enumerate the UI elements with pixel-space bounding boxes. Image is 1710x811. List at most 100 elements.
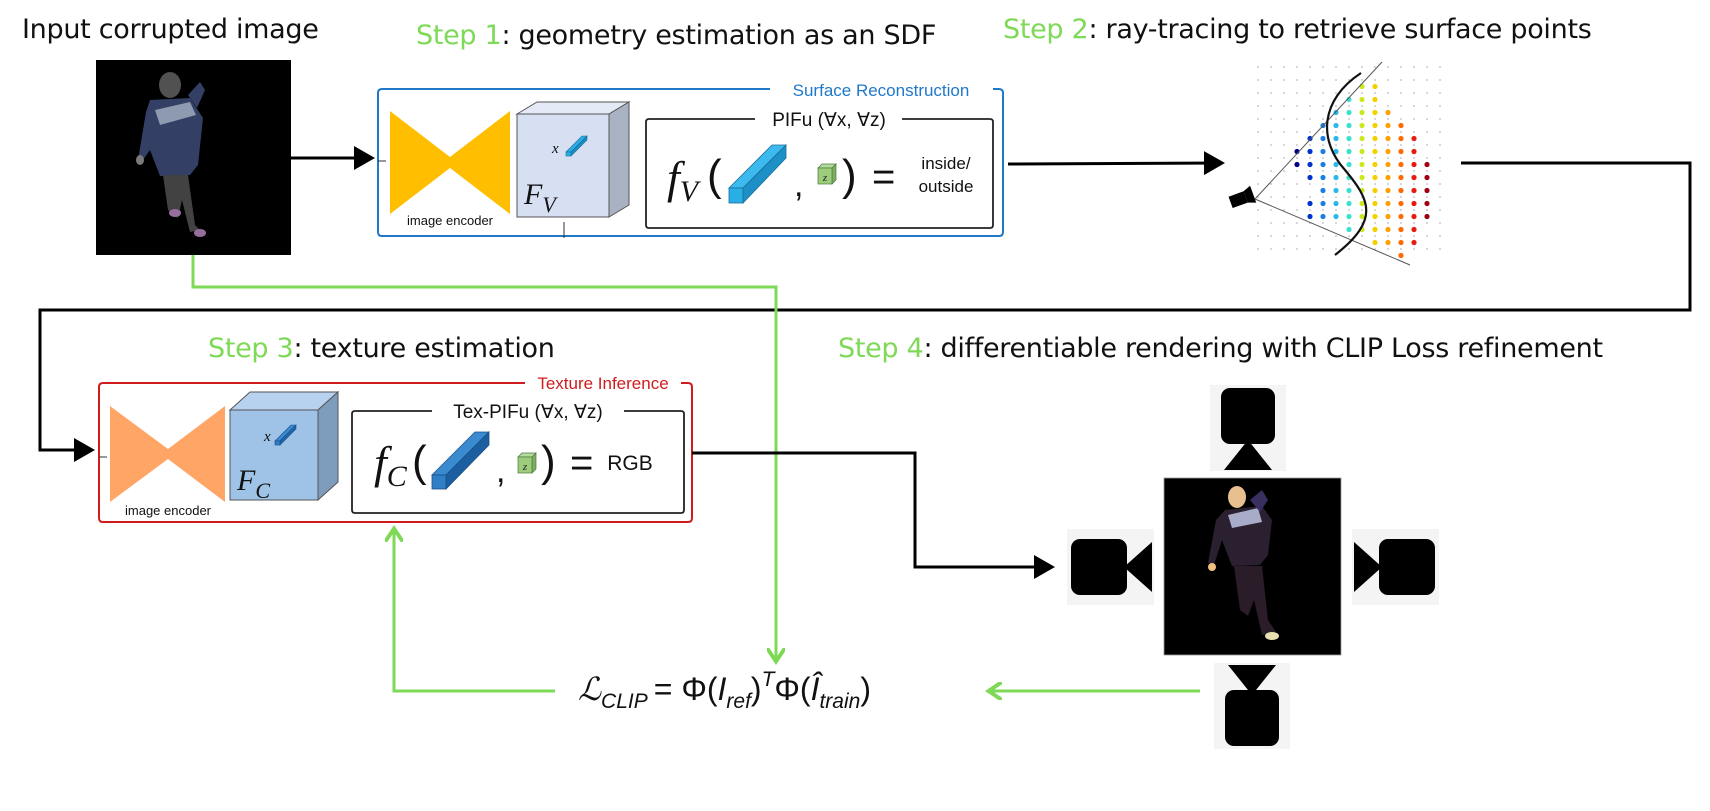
fv-function: fV [667,152,702,208]
grid-point [1296,105,1298,107]
tex-pifu-title: Tex-PIFu (∀x, ∀z) [453,402,603,423]
sdf-point [1346,187,1352,194]
sdf-point [1333,148,1339,155]
grid-point [1413,131,1415,133]
surface-curve [1325,72,1368,256]
step1-text: : geometry estimation as an SDF [501,20,937,51]
sdf-point [1359,174,1365,181]
grid-point [1439,144,1441,146]
grid-point [1426,79,1428,81]
grid-point [1335,222,1337,224]
sdf-point [1385,148,1391,155]
grid-point [1439,170,1441,172]
grid-point [1283,209,1285,211]
grid-point [1348,131,1350,133]
step3-label: Step 3 [208,333,294,364]
grid-point [1439,79,1441,81]
grid-point [1322,79,1324,81]
svg-text:(: ( [707,151,722,200]
texture-inference-group: Texture Inference image encoder x FC Tex… [98,374,693,523]
svg-text:): ) [842,151,857,200]
grid-point [1439,118,1441,120]
sdf-point [1307,213,1313,220]
grid-point [1322,157,1324,159]
grid-point [1348,105,1350,107]
grid-point [1257,222,1259,224]
grid-point [1361,248,1363,250]
grid-point [1270,157,1272,159]
sdf-point [1372,135,1378,142]
z-depth-cube-tex: z [517,452,537,474]
grid-point [1374,131,1376,133]
sdf-point [1398,174,1404,181]
ray-voxel-column-tex [431,431,490,490]
grid-point [1361,105,1363,107]
grid-point [1322,170,1324,172]
grid-point [1387,144,1389,146]
grid-point [1374,66,1376,68]
sdf-point [1359,122,1365,129]
grid-point [1309,92,1311,94]
grid-point [1387,235,1389,237]
grid-point [1322,248,1324,250]
grid-point [1257,157,1259,159]
sdf-point [1385,109,1391,116]
grid-point [1348,144,1350,146]
sdf-point [1333,200,1339,207]
image-encoder-label-2: image encoder [125,503,212,518]
output-inside: inside/ [921,154,970,173]
grid-point [1322,66,1324,68]
svg-text:,: , [794,166,803,204]
sdf-point [1320,200,1326,207]
sdf-point [1411,213,1417,220]
grid-point [1413,222,1415,224]
grid-point [1257,118,1259,120]
grid-point [1283,157,1285,159]
grid-point [1335,105,1337,107]
grid-point [1270,79,1272,81]
sdf-point [1359,83,1365,90]
step4-label: Step 4 [838,333,924,364]
grid-point [1309,248,1311,250]
grid-point [1270,144,1272,146]
grid-point [1257,66,1259,68]
grid-point [1374,118,1376,120]
sdf-point [1346,96,1352,103]
grid-point [1413,79,1415,81]
grid-point [1309,157,1311,159]
sdf-point [1385,200,1391,207]
camera-icon-raytrace [1228,185,1257,209]
grid-point [1439,92,1441,94]
grid-point [1283,170,1285,172]
grid-point [1296,118,1298,120]
grid-point [1335,170,1337,172]
sdf-point [1385,135,1391,142]
grid-point [1322,235,1324,237]
svg-text:,: , [496,452,505,490]
grid-point [1426,92,1428,94]
grid-point [1283,92,1285,94]
grid-point [1426,118,1428,120]
grid-point [1439,183,1441,185]
grid-point [1387,222,1389,224]
grid-point [1400,209,1402,211]
grid-point [1361,131,1363,133]
sdf-point [1411,148,1417,155]
grid-point [1387,92,1389,94]
grid-point [1413,235,1415,237]
grid-point [1361,183,1363,185]
grid-point [1426,209,1428,211]
output-outside: outside [919,177,974,196]
grid-point [1426,66,1428,68]
z-depth-cube: z [817,163,837,185]
grid-point [1361,209,1363,211]
sdf-point [1424,187,1430,194]
grid-point [1348,118,1350,120]
grid-point [1413,144,1415,146]
sdf-point [1320,213,1326,220]
grid-point [1283,144,1285,146]
grid-point [1322,222,1324,224]
grid-point [1322,196,1324,198]
sdf-point [1411,135,1417,142]
